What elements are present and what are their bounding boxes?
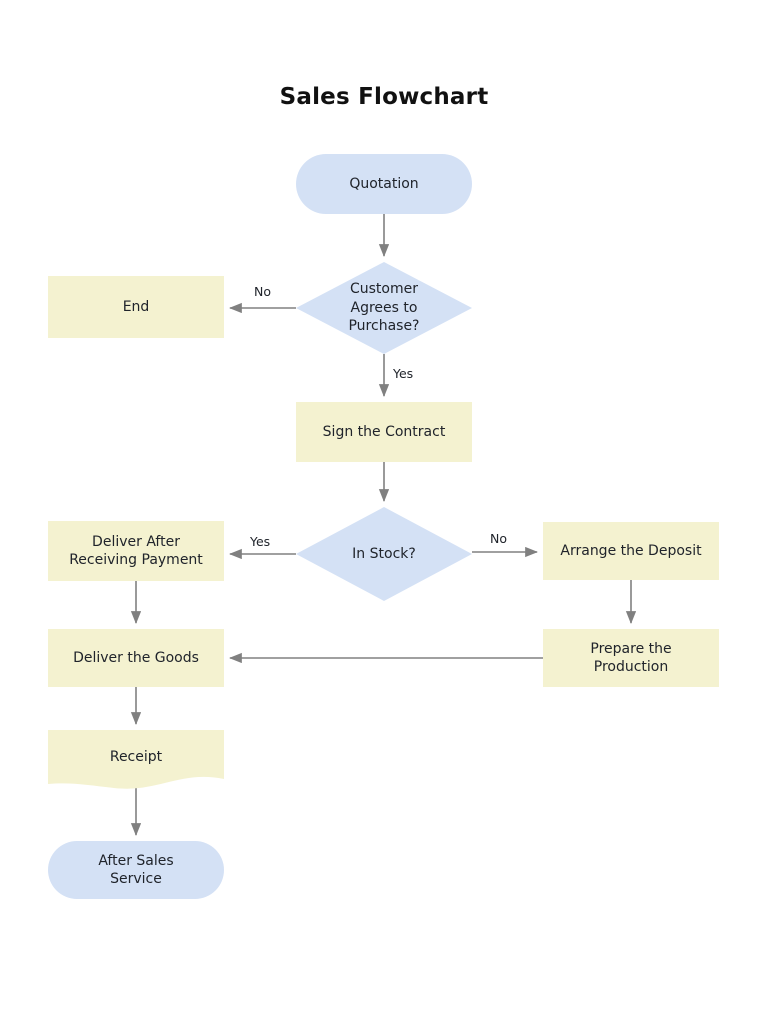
node-in-stock[interactable]: In Stock? <box>296 507 472 601</box>
node-arrange-the-deposit[interactable]: Arrange the Deposit <box>543 522 719 580</box>
node-after-sales-service[interactable]: After Sales Service <box>48 841 224 899</box>
page-title: Sales Flowchart <box>279 84 489 110</box>
node-label: Deliver After Receiving Payment <box>69 533 203 568</box>
node-end[interactable]: End <box>48 276 224 338</box>
node-label: Prepare the Production <box>590 640 672 675</box>
node-label: Customer Agrees to Purchase? <box>348 281 420 335</box>
edge-label-yes-customer-agrees: Yes <box>393 366 414 381</box>
node-label: Arrange the Deposit <box>560 542 702 559</box>
edge-label-yes-in-stock: Yes <box>250 534 271 549</box>
node-label: Deliver the Goods <box>73 649 199 666</box>
node-prepare-the-production[interactable]: Prepare the Production <box>543 629 719 687</box>
document-shape <box>48 730 224 789</box>
node-deliver-after-receiving-payment[interactable]: Deliver After Receiving Payment <box>48 521 224 581</box>
node-label: After Sales Service <box>98 852 174 887</box>
node-sign-the-contract[interactable]: Sign the Contract <box>296 402 472 462</box>
node-label: In Stock? <box>352 545 416 562</box>
node-label: Receipt <box>109 748 163 765</box>
node-label: Quotation <box>349 175 419 192</box>
node-label: Sign the Contract <box>322 423 446 440</box>
edge-label-no-customer-agrees: No <box>254 284 271 299</box>
node-receipt[interactable]: Receipt <box>48 730 224 790</box>
edge-label-no-in-stock: No <box>490 531 507 546</box>
node-label: End <box>122 298 150 315</box>
node-customer-agrees-to-purchase[interactable]: Customer Agrees to Purchase? <box>296 262 472 354</box>
node-quotation[interactable]: Quotation <box>296 154 472 214</box>
node-deliver-the-goods[interactable]: Deliver the Goods <box>48 629 224 687</box>
